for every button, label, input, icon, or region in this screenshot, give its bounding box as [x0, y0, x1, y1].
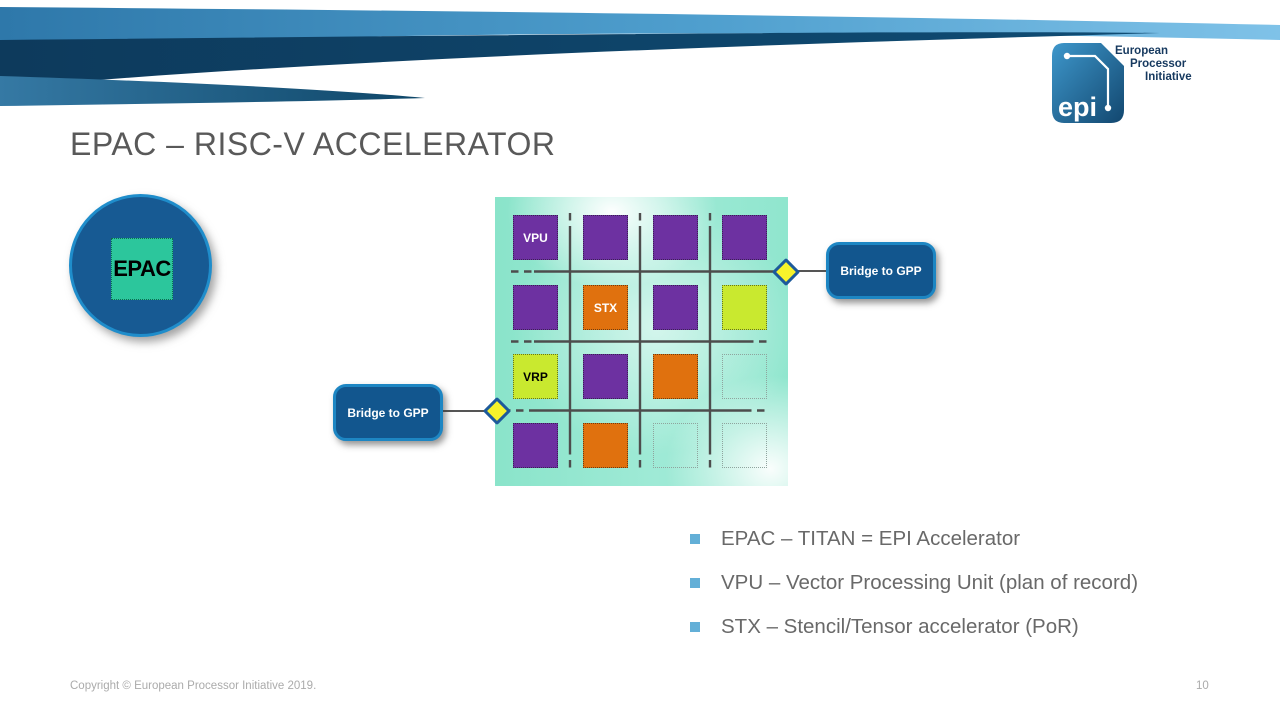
bullet-text-stx: STX – Stencil/Tensor accelerator (PoR) [721, 615, 1079, 638]
grid-cell-r4c2 [583, 423, 628, 468]
top-swoosh-decoration [0, 7, 1280, 106]
grid-cell-r1c3 [653, 215, 698, 260]
grid-cell-r4c1 [513, 423, 558, 468]
grid-cell-r3c3 [653, 354, 698, 399]
grid-cell-r4c3 [653, 423, 698, 468]
bullet-text-vpu: VPU – Vector Processing Unit (plan of re… [721, 571, 1139, 594]
epac-circle-node: EPAC [69, 194, 212, 337]
accelerator-tile-grid: VPU STX VRP [495, 197, 788, 486]
page-title: EPAC – RISC-V ACCELERATOR [70, 126, 556, 162]
grid-cell-vrp: VRP [513, 354, 558, 399]
list-item: STX – Stencil/Tensor accelerator (PoR) [690, 615, 1230, 639]
grid-cell-r1c2 [583, 215, 628, 260]
bridge-left-label: Bridge to GPP [347, 405, 429, 420]
bridge-to-gpp-right: Bridge to GPP [826, 242, 936, 299]
connector-line-left [441, 410, 497, 412]
logo-line-processor: Processor [1130, 58, 1187, 70]
grid-cell-stx: STX [583, 285, 628, 330]
grid-cell-r3c4 [722, 354, 767, 399]
bullet-square-icon [690, 578, 700, 588]
grid-cell-r4c4 [722, 423, 767, 468]
bullet-square-icon [690, 622, 700, 632]
bullet-list: EPAC – TITAN = EPI Accelerator VPU – Vec… [690, 527, 1230, 659]
grid-cell-r2c4 [722, 285, 767, 330]
epi-logo: epi European Processor Initiative [1051, 42, 1251, 132]
epi-logo-wordmark: European Processor Initiative [1051, 45, 1251, 84]
epac-tile: EPAC [111, 238, 173, 300]
bullet-square-icon [690, 534, 700, 544]
logo-line-initiative: Initiative [1145, 71, 1192, 83]
connector-line-right [788, 270, 830, 272]
copyright-text: Copyright © European Processor Initiativ… [70, 680, 317, 692]
bridge-right-label: Bridge to GPP [840, 263, 922, 278]
grid-cell-r3c2 [583, 354, 628, 399]
list-item: EPAC – TITAN = EPI Accelerator [690, 527, 1230, 551]
page-number: 10 [1196, 680, 1209, 692]
grid-cell-r2c3 [653, 285, 698, 330]
epac-tile-label: EPAC [113, 256, 171, 281]
epi-logo-icon: epi [1052, 43, 1124, 123]
logo-line-european: European [1115, 45, 1169, 57]
grid-cell-r1c4 [722, 215, 767, 260]
grid-cell-vpu: VPU [513, 215, 558, 260]
epi-brand-text: epi [1058, 92, 1097, 122]
bridge-to-gpp-left: Bridge to GPP [333, 384, 443, 441]
grid-cell-r2c1 [513, 285, 558, 330]
bullet-text-epac: EPAC – TITAN = EPI Accelerator [721, 527, 1021, 550]
list-item: VPU – Vector Processing Unit (plan of re… [690, 571, 1230, 595]
